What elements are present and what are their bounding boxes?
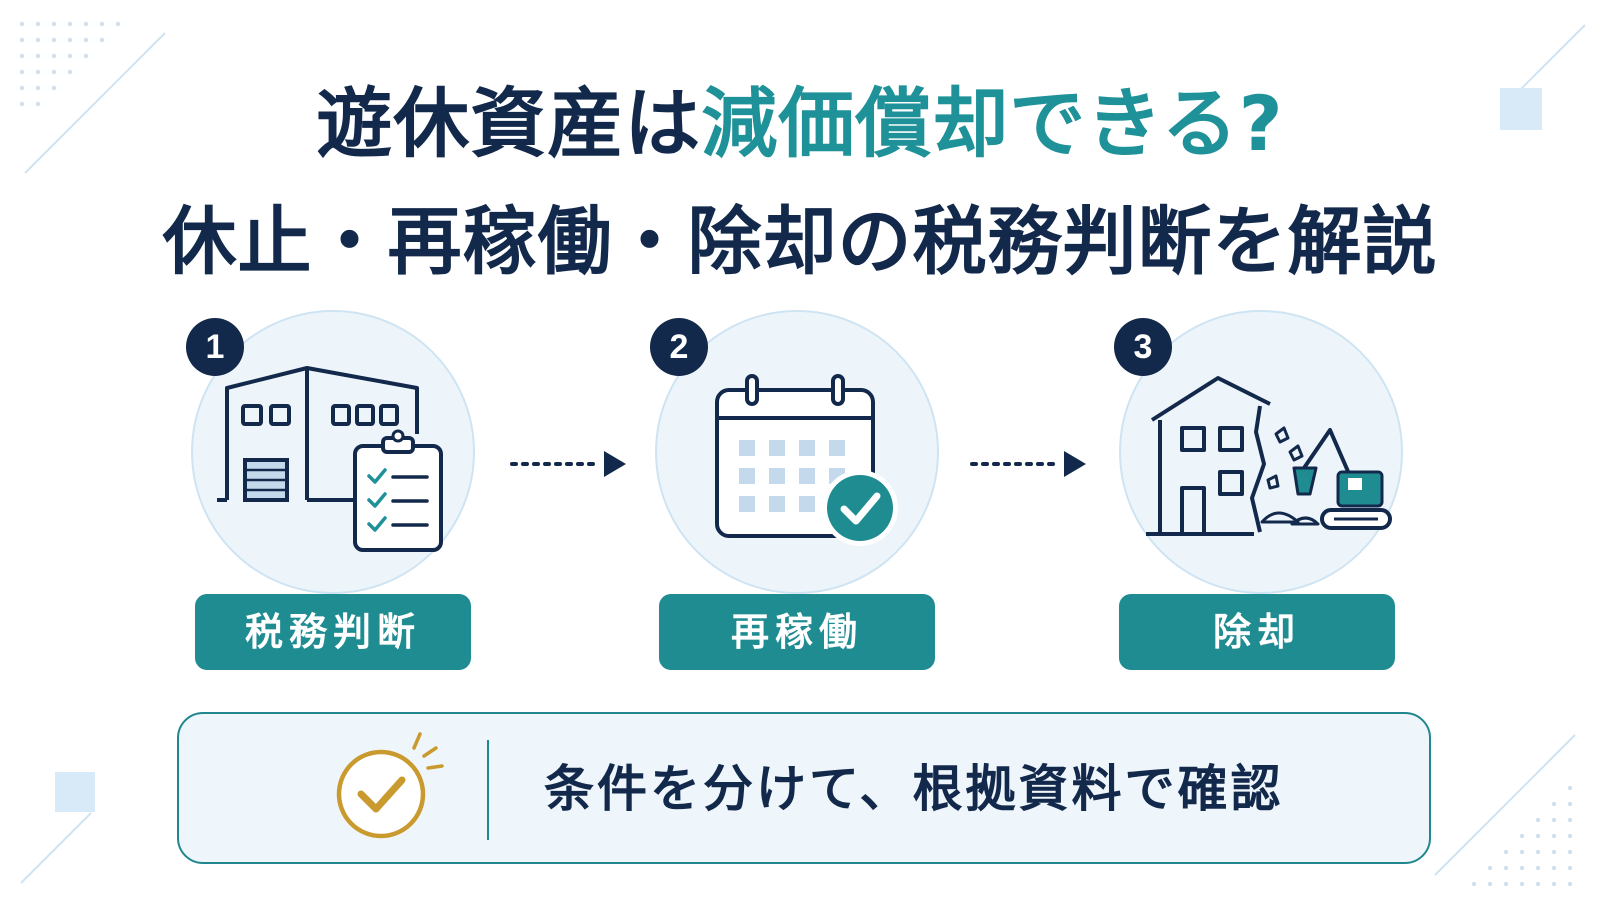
title-accent-text: 減価償却できる? — [701, 79, 1284, 168]
page-title-line-1: 遊休資産は減価償却できる? — [0, 62, 1600, 172]
decorative-dot-grid-bottom-right — [1471, 785, 1573, 887]
check-badge-icon — [336, 732, 444, 839]
step-3-number-badge: 3 — [1114, 318, 1172, 376]
decorative-line-bottom-right — [1434, 734, 1576, 876]
decorative-square-bottom-left — [55, 772, 95, 812]
calendar-check-icon — [715, 374, 898, 546]
step-2-number-badge: 2 — [650, 318, 708, 376]
summary-banner: 条件を分けて、根拠資料で確認 — [177, 712, 1431, 864]
step-3-label: 除却 — [1119, 594, 1395, 670]
warehouse-checklist-icon — [217, 366, 443, 552]
banner-text: 条件を分けて、根拠資料で確認 — [544, 760, 1284, 818]
decorative-line-top-left — [24, 32, 166, 174]
step-2-label: 再稼働 — [659, 594, 935, 670]
decorative-dot-grid-top-left — [19, 21, 121, 107]
step-1-number-badge: 1 — [186, 318, 244, 376]
banner-divider — [487, 740, 489, 840]
page-title-line-2: 休止・再稼働・除却の税務判断を解説 — [162, 199, 1438, 285]
title-lead-text: 遊休資産は — [316, 79, 702, 168]
demolition-excavator-icon — [1146, 376, 1392, 536]
dotted-arrow-1 — [510, 451, 626, 477]
decorative-line-bottom-left — [20, 812, 92, 884]
decorative-square-top-right — [1500, 88, 1542, 130]
dotted-arrow-2 — [970, 451, 1086, 477]
step-1-label: 税務判断 — [195, 594, 471, 670]
